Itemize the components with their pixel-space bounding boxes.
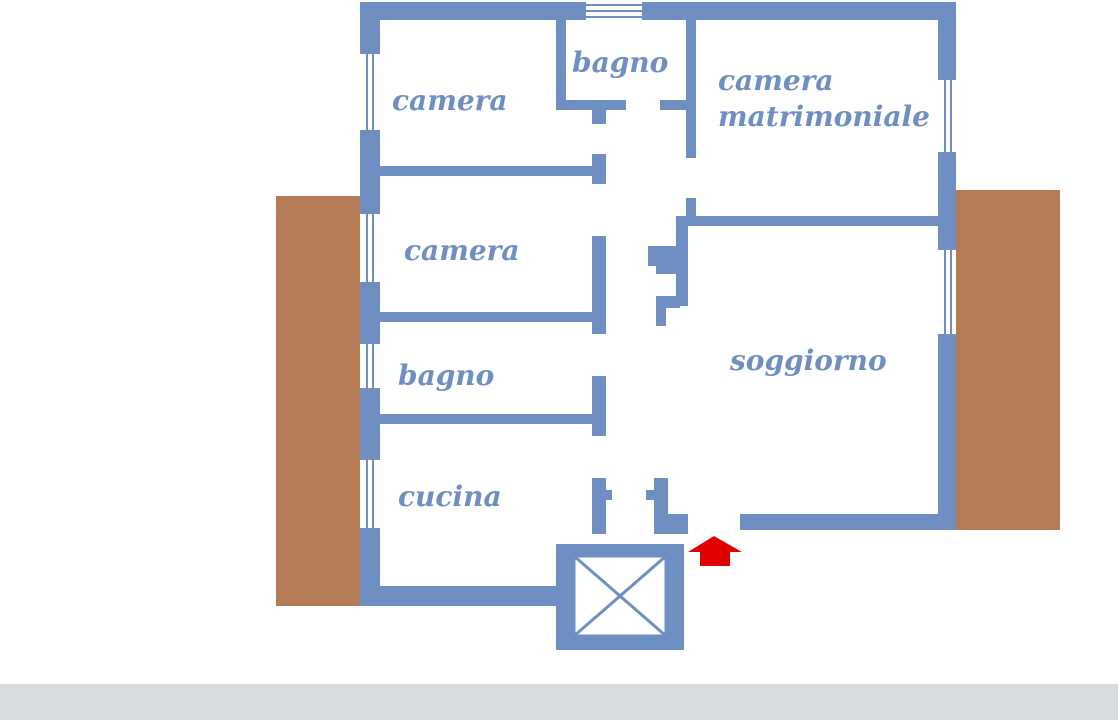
bottom-banner: [0, 684, 1118, 720]
room-label-camera-1: camera: [392, 84, 508, 117]
floor-plan: camera bagno camera matrimoniale camera …: [276, 2, 1060, 650]
red-arrow-up-icon: [688, 536, 742, 566]
room-label-camera-matrimoniale-line2: matrimoniale: [718, 100, 930, 133]
room-label-camera-2: camera: [404, 234, 520, 267]
balcony-right: [956, 190, 1060, 530]
room-label-cucina: cucina: [398, 480, 502, 513]
room-label-bagno-top: bagno: [572, 46, 668, 79]
room-label-camera-matrimoniale-line1: camera: [718, 64, 834, 97]
room-label-soggiorno: soggiorno: [729, 344, 887, 377]
elevator-crossed-box-icon: [573, 554, 667, 638]
room-label-bagno-2: bagno: [398, 359, 494, 392]
balcony-left: [276, 196, 360, 606]
